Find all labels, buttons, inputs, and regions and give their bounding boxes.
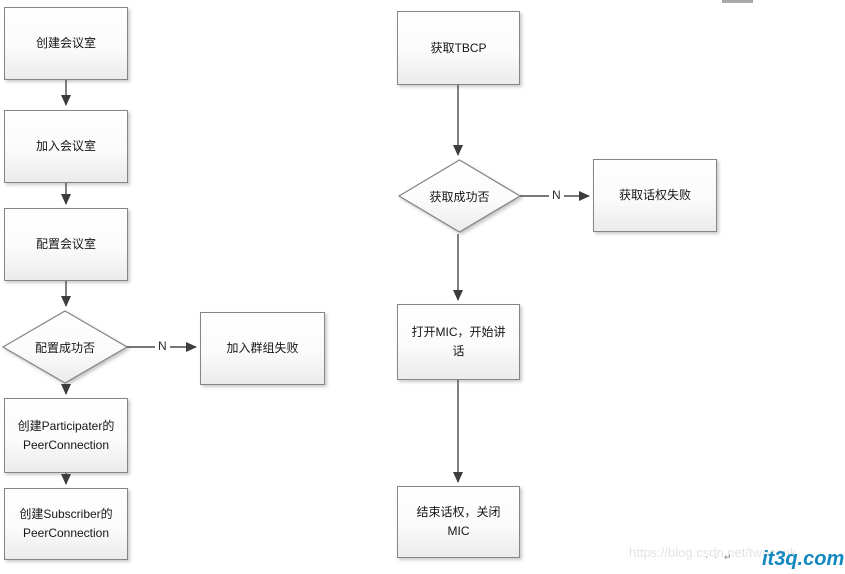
it3q-logo: it3q.com: [762, 548, 845, 570]
diamond-shape: [398, 159, 521, 233]
node-label-line: 结束话权，关闭: [416, 505, 501, 520]
flow-node-get-tbcp: 获取TBCP: [397, 11, 520, 85]
node-label: 获取话权失败: [618, 188, 691, 203]
diamond-shape: [2, 310, 128, 384]
cropped-box-edge: [722, 0, 753, 3]
node-label-line: 创建Subscriber的: [19, 507, 113, 522]
edge-label-no-right: N: [549, 188, 564, 202]
flow-node-create-participater-peerconnection: 创建Participater的 PeerConnection: [4, 398, 128, 473]
flow-node-get-floor-fail: 获取话权失败: [593, 159, 717, 232]
flow-node-create-room: 创建会议室: [4, 7, 128, 80]
edge-label-no-left: N: [155, 339, 170, 353]
node-label-line: PeerConnection: [22, 437, 110, 452]
flow-node-end-floor: 结束话权，关闭 MIC: [397, 486, 520, 558]
flow-decision-config-success: 配置成功否: [2, 310, 128, 384]
flow-decision-get-success: 获取成功否: [398, 159, 521, 233]
node-label: 获取TBCP: [430, 40, 487, 55]
flow-node-open-mic: 打开MIC，开始讲 话: [397, 304, 520, 380]
node-label: 创建会议室: [35, 36, 96, 51]
flow-node-join-group-fail: 加入群组失败: [200, 312, 325, 385]
flow-node-join-room: 加入会议室: [4, 110, 128, 183]
node-label: 配置会议室: [35, 237, 96, 252]
node-label-line: 话: [452, 344, 465, 358]
flow-node-config-room: 配置会议室: [4, 208, 128, 281]
flow-node-create-subscriber-peerconnection: 创建Subscriber的 PeerConnection: [4, 488, 128, 560]
node-label-line: PeerConnection: [22, 526, 110, 540]
csdn-watermark-url: https://blog.csdn.net/twoconk: [629, 545, 797, 560]
node-label: 加入会议室: [35, 139, 96, 154]
node-label-line: 打开MIC，开始讲: [411, 325, 506, 340]
node-label: 获取成功否: [429, 189, 490, 204]
node-label-line: MIC: [447, 524, 470, 538]
node-label-line: 创建Participater的: [17, 418, 115, 433]
node-label: 加入群组失败: [226, 341, 299, 356]
editor-marks: · · ↵: [705, 552, 734, 562]
node-label: 配置成功否: [34, 340, 95, 355]
